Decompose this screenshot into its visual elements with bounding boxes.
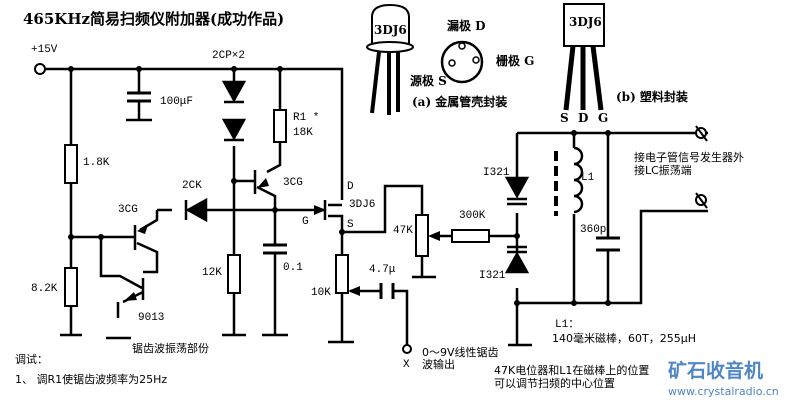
center-note-2: 可以调节扫频的中心位置 [494,376,615,390]
power-terminal [34,63,46,75]
arrows [124,178,440,301]
capacitor-360p [596,236,620,252]
l1-spec: 140毫米磁棒，60T，255μH [552,331,696,345]
sawtooth-section-label: 锯齿波振荡部份 [132,341,209,355]
source-label: 源极 S [410,73,447,88]
connect-note-2: 接LC振荡端 [634,163,692,177]
q2-emitter-arrow [257,178,269,188]
resistor-1-8k [64,144,78,184]
center-note-1: 47K电位器和L1在磁棒上的位置 [494,363,649,377]
diode-2cp-2 [221,118,247,142]
diodes [184,80,530,274]
resistors [64,109,490,307]
capacitor-4-7u [379,283,395,299]
diode-2cp-1 [221,80,247,104]
resistor-300k [451,229,490,243]
q1-emitter-arrow [137,225,148,234]
resistor-r1 [273,109,287,143]
output-x-label: X [403,359,410,371]
junctions [68,66,611,306]
varicap-bottom [504,245,530,274]
terminals [34,63,708,354]
output-desc-2: 波输出 [422,357,455,371]
capacitor-0-1 [263,243,287,255]
label-9013: 9013 [138,312,164,324]
label-2ck: 2CK [182,180,202,192]
label-4-7u: 4.7μ [369,264,396,276]
potentiometer-10k [335,254,349,294]
capacitors [127,91,620,299]
label-12k: 12K [202,267,222,279]
label-r1: R1 * [293,112,319,124]
label-100uf: 100μF [160,96,193,108]
label-360p: 360p [580,224,606,236]
diagram-title: 465KHz简易扫频仪附加器(成功作品) [23,10,284,28]
label-q1: 3CG [118,204,138,216]
label-varicap-bottom: I321 [479,270,506,282]
label-0-1: 0.1 [283,262,303,274]
label-8-2k: 8.2K [31,283,58,295]
plastic-pin-s: S [560,111,569,125]
label-l1: L1 [581,172,595,184]
varicap-top [504,176,530,206]
gate-label: 栅极 G [496,53,534,68]
metal-package-label: 3DJ6 [374,23,407,37]
wiper-arrow-10k [348,286,360,296]
label-2cp: 2CP×2 [212,50,245,62]
debug-step-1: 1、 调R1使锯齿波频率为25Hz [15,372,167,386]
inductor-l1 [554,146,584,216]
q3-emitter-arrow [124,292,137,301]
resistor-12k [227,254,241,294]
label-1-8k: 1.8K [83,157,110,169]
debug-title: 调试： [15,353,48,366]
power-label: +15V [31,44,58,56]
resistor-8-2k [64,267,78,307]
plastic-package-label: 3DJ6 [569,15,602,29]
drain-label: 漏极 D [447,18,486,33]
output-x-terminal [402,344,412,354]
label-47k: 47K [393,225,413,237]
wires [44,67,708,347]
watermark-name: 矿石收音机 [668,359,763,382]
capacitor-100uf [127,91,151,103]
label-10k: 10K [311,287,331,299]
label-fet-s: S [347,219,354,231]
plastic-package-caption: (b) 塑料封装 [616,89,688,104]
label-q2: 3CG [283,177,303,189]
plastic-pin-d: D [578,111,588,125]
label-fet-d: D [347,181,354,193]
plastic-package [563,3,605,111]
label-fet-g: G [302,216,309,228]
output-desc-1: 0～9V线性锯齿 [422,345,499,359]
metal-package-caption: (a) 金属管壳封装 [412,94,507,109]
label-fet: 3DJ6 [349,199,375,211]
diode-2ck [184,197,208,223]
potentiometer-47k [415,214,429,257]
l1-title: L1： [555,319,579,331]
label-r1-value: 18K [293,127,313,139]
watermark-url: www.crystalradio.cn [668,385,779,398]
label-300k: 300K [459,210,486,222]
metal-package [366,3,484,115]
wiper-arrow-47k [428,231,440,241]
gate-arrow [314,205,326,215]
label-varicap-top: I321 [483,167,510,179]
top-rail [44,67,344,200]
plastic-pin-g: G [598,111,608,125]
connect-note-1: 接电子管信号发生器外 [634,150,744,164]
